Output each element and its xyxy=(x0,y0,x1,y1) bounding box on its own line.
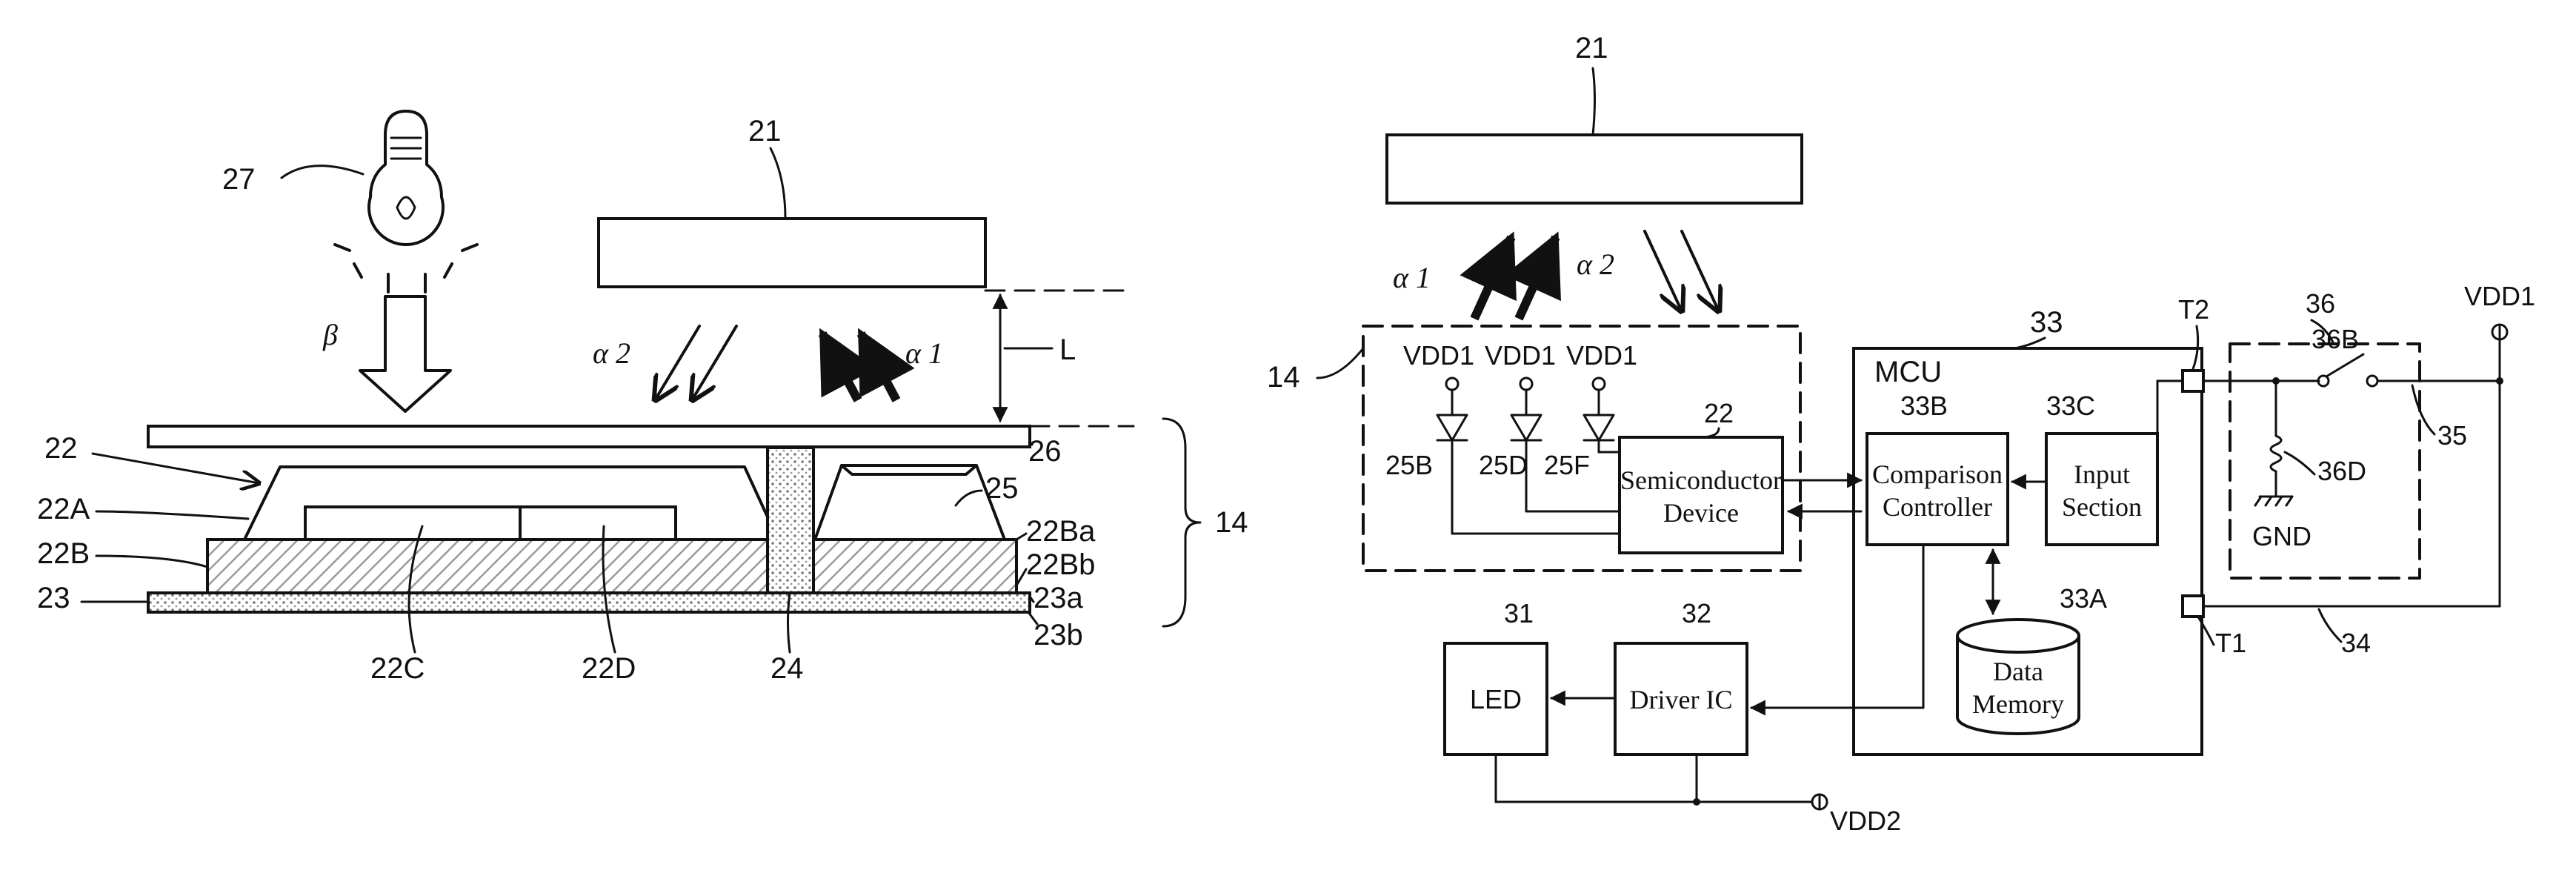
switch-box-ref: 36 xyxy=(2306,288,2335,319)
chip-c-ref: 22C xyxy=(370,652,425,685)
substrate-bottom-ref: 23b xyxy=(1034,619,1083,651)
mem-line2: Memory xyxy=(1972,689,2064,719)
diode-d-ref: 25D xyxy=(1479,450,1528,480)
vdd1-terminal-icon xyxy=(2492,325,2507,339)
vdd1-label-b: VDD1 xyxy=(1403,340,1474,371)
gnd-label: GND xyxy=(2252,521,2312,551)
panel-ref-left: 21 xyxy=(748,115,782,147)
pillar-ref: 24 xyxy=(771,652,804,685)
mem-ref: 33A xyxy=(2060,583,2107,614)
panel-ref-right: 21 xyxy=(1575,32,1608,64)
lamp-ref: 27 xyxy=(222,163,256,196)
vdd2-terminal-icon xyxy=(1812,794,1827,809)
cross-section-figure: 27 β 21 α 2 α 1 L 26 xyxy=(37,111,1248,685)
glass-ref: 26 xyxy=(1028,435,1062,468)
comparison-controller xyxy=(1867,434,2008,545)
diode-b-ref: 25B xyxy=(1385,450,1433,480)
chip-22c xyxy=(305,507,520,540)
semi-line1: Semiconductor xyxy=(1620,465,1782,495)
semiconductor-device xyxy=(1620,437,1783,553)
lamp-icon xyxy=(335,111,477,292)
housing-ref: 25 xyxy=(985,472,1019,505)
substrate-ref: 23 xyxy=(37,582,70,614)
comp-line2: Controller xyxy=(1883,492,1992,522)
upper-ref: 22A xyxy=(37,493,90,525)
input-line1: Input xyxy=(2074,459,2130,489)
alpha1-label-left: α 1 xyxy=(905,336,943,370)
diode-25b-icon xyxy=(1437,378,1467,534)
chip-22d xyxy=(520,507,676,540)
t2-label: T2 xyxy=(2178,294,2209,325)
chip-d-ref: 22D xyxy=(582,652,636,685)
ambient-light-arrow xyxy=(360,296,450,411)
semi-ref: 22 xyxy=(1704,398,1734,428)
mcu-label: MCU xyxy=(1874,356,1942,388)
semi-line2: Device xyxy=(1663,498,1739,528)
terminal-t1 xyxy=(2183,596,2203,617)
display-panel-left xyxy=(599,219,985,287)
alpha2-label-right: α 2 xyxy=(1577,248,1614,281)
beta-label: β xyxy=(322,318,338,351)
input-section xyxy=(2046,434,2157,545)
gap-label: L xyxy=(1059,334,1076,366)
comp-line1: Comparison xyxy=(1872,459,2003,489)
input-line2: Section xyxy=(2062,492,2142,522)
driver-ref: 32 xyxy=(1682,598,1711,628)
alpha2-label-left: α 2 xyxy=(593,336,630,370)
switch-ref: 36B xyxy=(2312,324,2359,354)
diode-f-ref: 25F xyxy=(1544,450,1590,480)
diode-25d-icon xyxy=(1511,378,1541,511)
cover-glass xyxy=(148,426,1030,447)
mcu-ref: 33 xyxy=(2030,306,2063,339)
led-ref: 31 xyxy=(1504,598,1534,628)
wire-34-ref: 34 xyxy=(2341,628,2371,658)
t1-label: T1 xyxy=(2215,628,2246,658)
module-ref-right: 14 xyxy=(1267,361,1300,394)
substrate-top-ref: 23a xyxy=(1034,582,1083,614)
vdd2-label: VDD2 xyxy=(1830,806,1901,836)
display-panel-right xyxy=(1387,135,1802,203)
mem-line1: Data xyxy=(1993,657,2043,686)
module-ref-left: 14 xyxy=(1215,506,1248,539)
base-top-ref: 22Ba xyxy=(1026,515,1096,548)
sensor-ref: 22 xyxy=(44,432,78,465)
alpha1-label-right: α 1 xyxy=(1393,261,1431,294)
sensor-base xyxy=(207,540,1016,593)
coil-ref: 36D xyxy=(2317,456,2366,486)
vdd1-label-f: VDD1 xyxy=(1566,340,1637,371)
comp-ref: 33B xyxy=(1900,391,1948,421)
vdd1-label-d: VDD1 xyxy=(1485,340,1556,371)
base-ref: 22B xyxy=(37,537,90,570)
base-bottom-ref: 22Bb xyxy=(1026,548,1095,581)
diode-25f-icon xyxy=(1584,378,1620,452)
led-label: LED xyxy=(1470,684,1522,714)
input-ref: 33C xyxy=(2046,391,2095,421)
wire-35-ref: 35 xyxy=(2437,420,2467,451)
substrate xyxy=(148,593,1030,612)
driver-label: Driver IC xyxy=(1630,685,1733,714)
pillar xyxy=(768,448,813,593)
terminal-t2 xyxy=(2183,371,2203,391)
vdd1-right-label: VDD1 xyxy=(2464,281,2535,311)
block-diagram-figure: 21 α 1 α 2 14 VDD1 VDD1 VDD1 xyxy=(1267,32,2535,836)
